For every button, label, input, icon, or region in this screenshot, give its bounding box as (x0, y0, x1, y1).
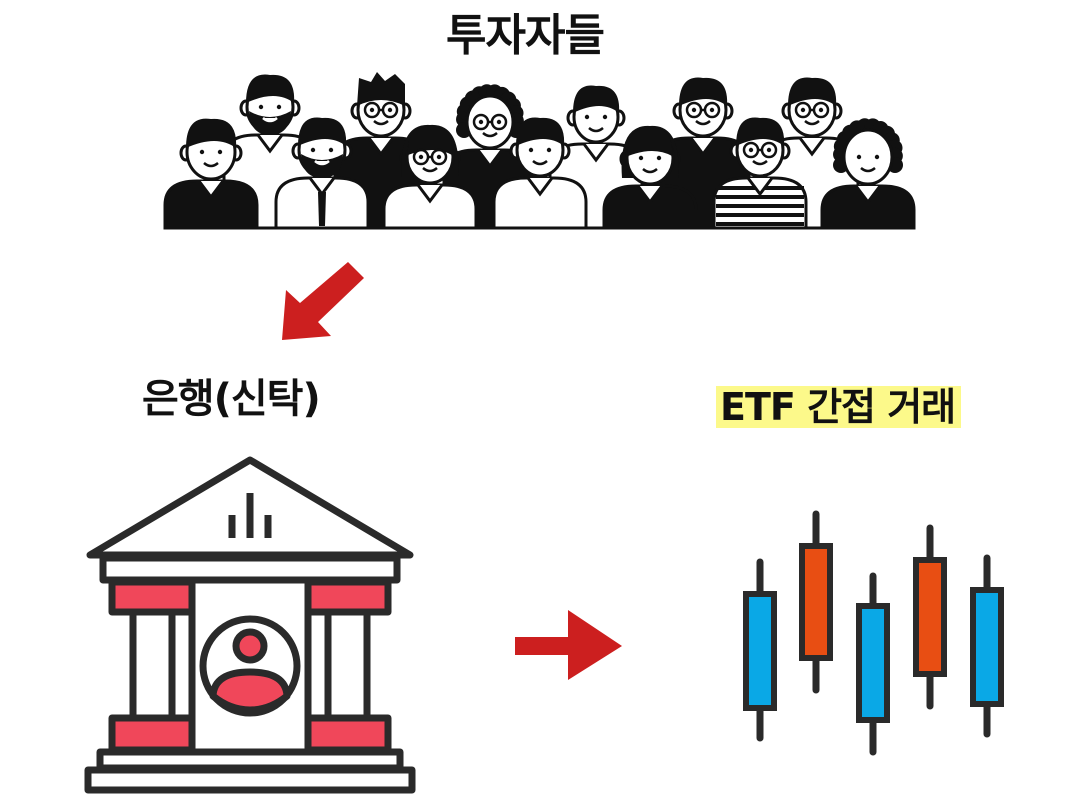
person-figure (820, 118, 916, 230)
candlestick (913, 524, 947, 710)
candlestick (970, 554, 1004, 738)
bank-title: 은행(신탁) (142, 376, 321, 422)
person-figure (382, 124, 478, 230)
person-figure (602, 125, 698, 230)
person-figure (712, 117, 808, 230)
person-figure (492, 117, 588, 230)
candlestick (799, 510, 833, 694)
investors-title: 투자자들 (446, 10, 605, 61)
person-figure (163, 118, 259, 230)
candlestick (743, 558, 777, 742)
candlestick (856, 572, 890, 756)
etf-title: ETF 간접 거래 (716, 386, 962, 428)
person-figure (274, 117, 370, 230)
